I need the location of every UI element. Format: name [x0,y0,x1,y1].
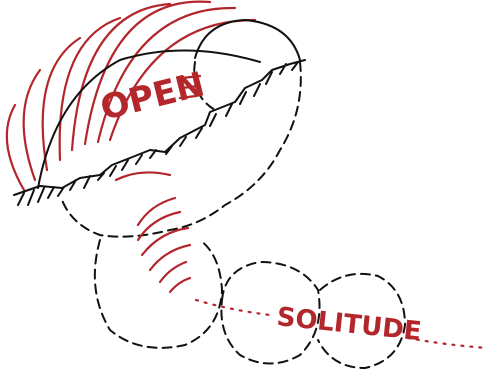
solitude-arcs [116,172,190,292]
solitude-label: SOLITUDE [275,302,423,347]
